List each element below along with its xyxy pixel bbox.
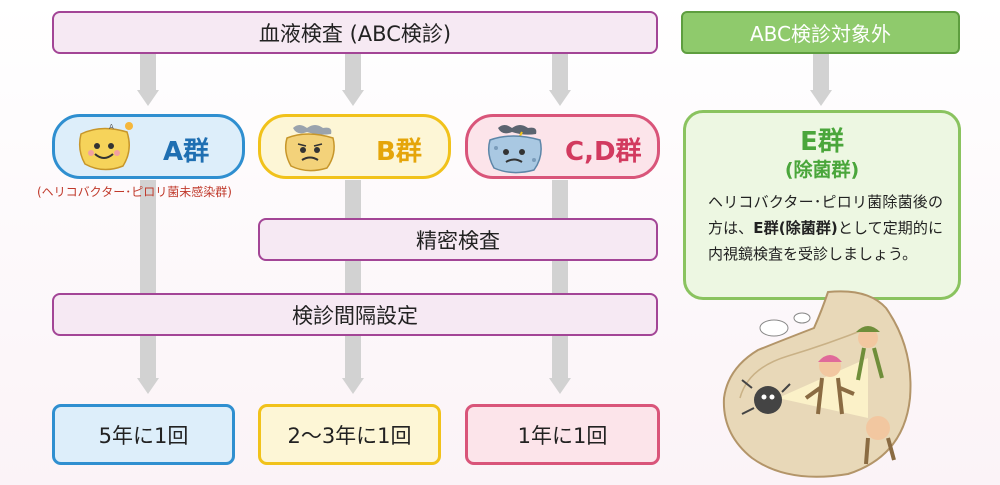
group-b-label: B群 [376,137,422,167]
group-b-pill: B群 [258,114,451,179]
detailed-exam-label: 精密検査 [416,228,500,253]
group-cd-label: C,D群 [565,137,642,167]
result-a-box: 5年に1回 [52,404,235,465]
group-a-label: A群 [163,137,210,167]
blood-test-label: 血液検査 (ABC検診) [258,21,452,46]
group-a-caption: (ヘリコバクター･ピロリ菌未感染群) [37,185,232,199]
e-group-subtitle: (除菌群) [784,159,860,181]
blood-test-bar: 血液検査 (ABC検診) [52,11,658,54]
abc-excluded-bar: ABC検診対象外 [681,11,960,54]
sick-stomach-icon [482,120,550,176]
result-cd-box: 1年に1回 [465,404,660,465]
endoscopy-exploration-illustration [718,288,923,480]
e-group-desc-part1: ヘリコバクター･ピロリ菌除菌後の方は、 [708,193,943,237]
e-group-title: E群 [800,127,844,157]
e-group-description: ヘリコバクター･ピロリ菌除菌後の方は、E群(除菌群)として定期的に内視鏡検査を受… [708,189,943,267]
result-b-box: 2～3年に1回 [258,404,441,465]
abc-excluded-label: ABC検診対象外 [749,22,891,46]
detailed-exam-bar: 精密検査 [258,218,658,261]
e-group-box: E群 (除菌群) ヘリコバクター･ピロリ菌除菌後の方は、E群(除菌群)として定期… [683,110,961,300]
result-b-label: 2～3年に1回 [287,423,412,448]
result-a-label: 5年に1回 [98,423,189,448]
interval-setting-bar: 検診間隔設定 [52,293,658,336]
group-cd-pill: C,D群 [465,114,660,179]
group-a-pill: A A群 [52,114,245,179]
happy-stomach-icon: A [71,120,137,176]
e-group-desc-part2: として定期的に内視鏡検査を受診しましょう。 [708,219,943,263]
e-group-desc-bold: E群(除菌群) [753,219,838,237]
worried-stomach-icon [277,120,343,176]
result-cd-label: 1年に1回 [517,423,608,448]
interval-setting-label: 検診間隔設定 [292,303,418,328]
svg-text:A: A [109,123,114,131]
